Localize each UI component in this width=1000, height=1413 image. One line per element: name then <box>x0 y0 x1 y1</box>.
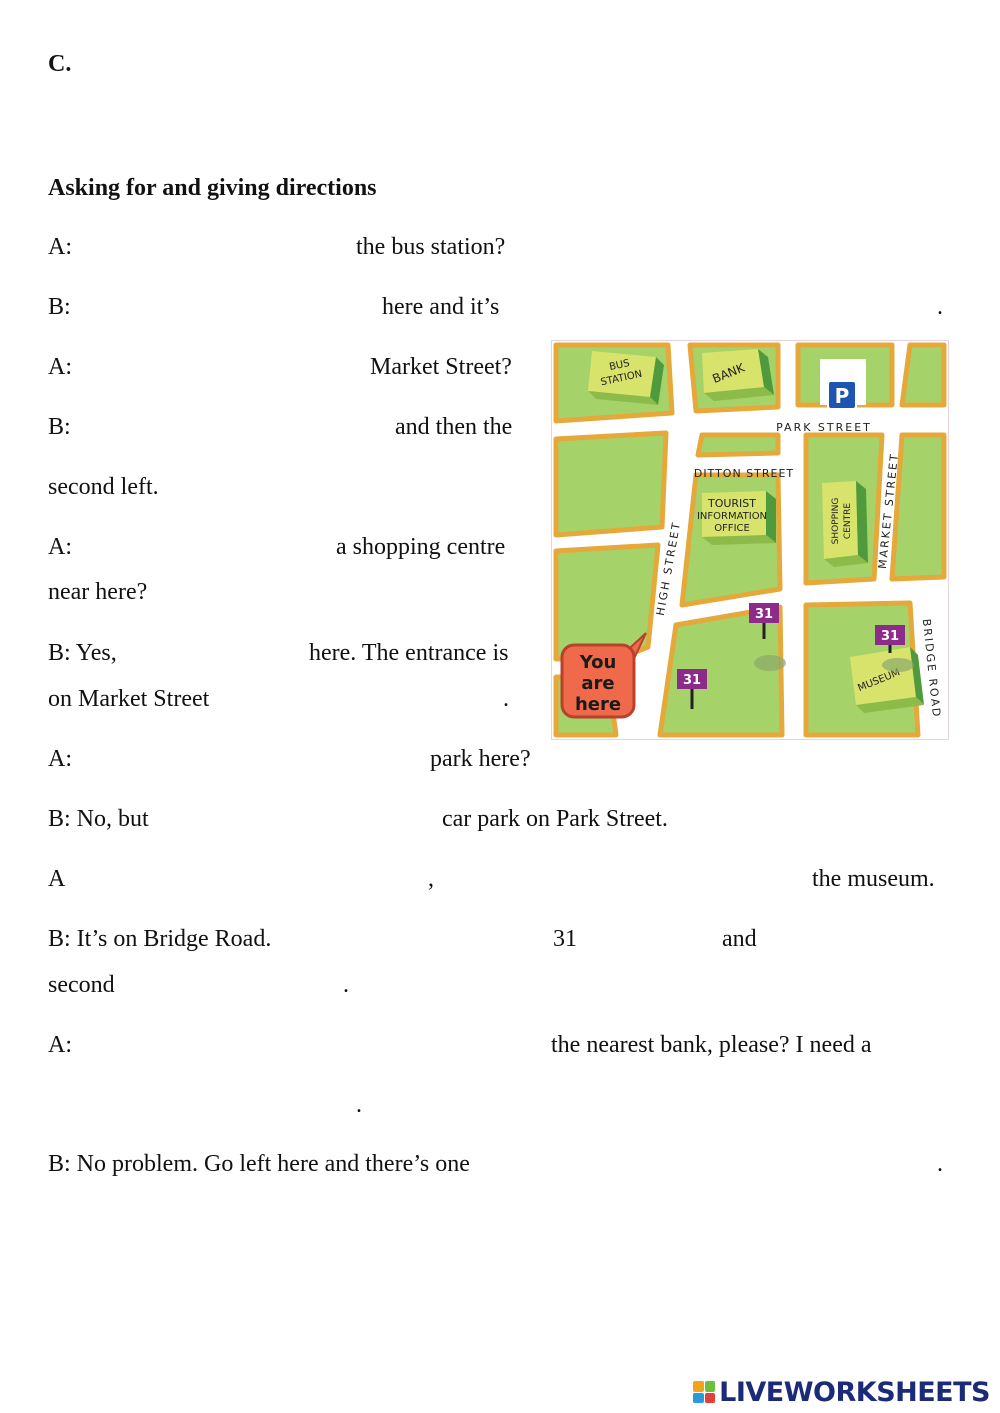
line-6-text: a shopping centre <box>336 534 506 560</box>
line-8-text: here. The entrance is <box>309 640 509 666</box>
line-17-end: . <box>937 1151 943 1177</box>
answer-blank-1[interactable] <box>82 230 354 266</box>
map-label-shopping-2: CENTRE <box>843 503 853 539</box>
map-label-tourist-2: INFORMATION <box>697 511 767 522</box>
answer-blank-18[interactable] <box>48 1088 354 1124</box>
bus-station-building <box>588 351 664 405</box>
answer-blank-4[interactable] <box>82 350 368 386</box>
line-13-number: 31 <box>553 926 577 952</box>
bus-stop-number: 31 <box>755 607 773 622</box>
line-11-speaker: B: No, but <box>48 806 149 832</box>
answer-blank-12[interactable] <box>444 862 810 898</box>
map-label-shopping-1: SHOPPING <box>831 498 841 545</box>
answer-blank-15[interactable] <box>768 922 948 958</box>
line-15-speaker: A: <box>48 1032 72 1058</box>
map-block <box>899 342 947 408</box>
line-14-end: . <box>343 972 349 998</box>
line-3-text: Market Street? <box>370 354 512 380</box>
you-are-here-3: here <box>575 694 621 715</box>
map-label-ditton-street: DITTON STREET <box>694 467 794 480</box>
map-label-tourist-1: TOURIST <box>707 497 756 510</box>
line-10-speaker: A: <box>48 746 72 772</box>
line-14-text: second <box>48 972 115 998</box>
answer-blank-3[interactable] <box>528 290 936 326</box>
parking-sign: P <box>820 359 866 410</box>
line-13-speaker: B: It’s on Bridge Road. <box>48 926 272 952</box>
shopping-centre-building <box>822 481 868 567</box>
line-8-speaker: B: Yes, <box>48 640 117 666</box>
answer-blank-2[interactable] <box>82 290 380 326</box>
bus-stop-sign: 31 <box>749 603 786 671</box>
town-map: BUS STATION BANK P TOURIST INFORMATION O… <box>551 340 949 740</box>
answer-blank-17[interactable] <box>82 1028 548 1064</box>
liveworksheets-logo: LIVEWORKSHEETS <box>693 1376 990 1408</box>
answer-blank-6[interactable] <box>82 530 334 566</box>
line-3-speaker: A: <box>48 354 72 380</box>
answer-blank-14[interactable] <box>586 922 720 958</box>
map-label-park-street: PARK STREET <box>776 421 872 434</box>
answer-blank-13[interactable] <box>304 922 550 958</box>
map-block <box>553 430 669 538</box>
bus-stop-number: 31 <box>683 673 701 688</box>
town-map-svg: BUS STATION BANK P TOURIST INFORMATION O… <box>552 341 948 739</box>
line-7-text: near here? <box>48 579 148 605</box>
section-label: C. <box>48 51 72 77</box>
tourist-office-building <box>702 491 776 545</box>
line-16-end: . <box>356 1092 362 1118</box>
line-12-comma: , <box>428 866 434 892</box>
you-are-here-1: You <box>579 652 617 673</box>
you-are-here-2: are <box>581 673 614 694</box>
line-5-text: second left. <box>48 474 159 500</box>
line-9-end: . <box>503 686 509 712</box>
map-block <box>889 432 947 582</box>
line-13-and: and <box>722 926 757 952</box>
answer-blank-9[interactable] <box>82 742 428 778</box>
line-9-text: on Market Street <box>48 686 210 712</box>
bus-stop-sign: 31 <box>677 669 707 709</box>
answer-blank-19[interactable] <box>528 1147 936 1183</box>
line-1-text: the bus station? <box>356 234 506 260</box>
line-4-speaker: B: <box>48 414 71 440</box>
line-2-end: . <box>937 294 943 320</box>
map-parking-letter: P <box>835 384 850 408</box>
answer-blank-5[interactable] <box>82 410 392 446</box>
map-label-bus-station-1: BUS <box>608 358 630 373</box>
line-12-text: the museum. <box>812 866 935 892</box>
line-6-speaker: A: <box>48 534 72 560</box>
line-4-text: and then the <box>395 414 513 440</box>
liveworksheets-brand: LIVEWORKSHEETS <box>719 1376 990 1408</box>
you-are-here-marker: You are here <box>560 632 647 719</box>
line-10-text: park here? <box>430 746 531 772</box>
answer-blank-11[interactable] <box>72 862 426 898</box>
bus-stop-sign: 31 <box>875 625 914 672</box>
bus-stop-number: 31 <box>881 629 899 644</box>
line-17-speaker: B: No problem. Go left here and there’s … <box>48 1151 470 1177</box>
liveworksheets-mark-icon <box>693 1381 716 1403</box>
line-1-speaker: A: <box>48 234 72 260</box>
line-15-text: the nearest bank, please? I need a <box>551 1032 872 1058</box>
map-block <box>695 432 781 458</box>
worksheet-title: Asking for and giving directions <box>48 175 377 201</box>
answer-blank-16[interactable] <box>128 968 342 1004</box>
line-2-speaker: B: <box>48 294 71 320</box>
answer-blank-10[interactable] <box>166 802 440 838</box>
line-12-speaker: A <box>48 866 66 892</box>
answer-blank-7[interactable] <box>132 636 306 672</box>
line-2-text: here and it’s <box>382 294 500 320</box>
bank-building <box>702 349 774 401</box>
map-label-tourist-3: OFFICE <box>714 523 750 534</box>
line-11-text: car park on Park Street. <box>442 806 668 832</box>
answer-blank-8[interactable] <box>236 682 502 718</box>
